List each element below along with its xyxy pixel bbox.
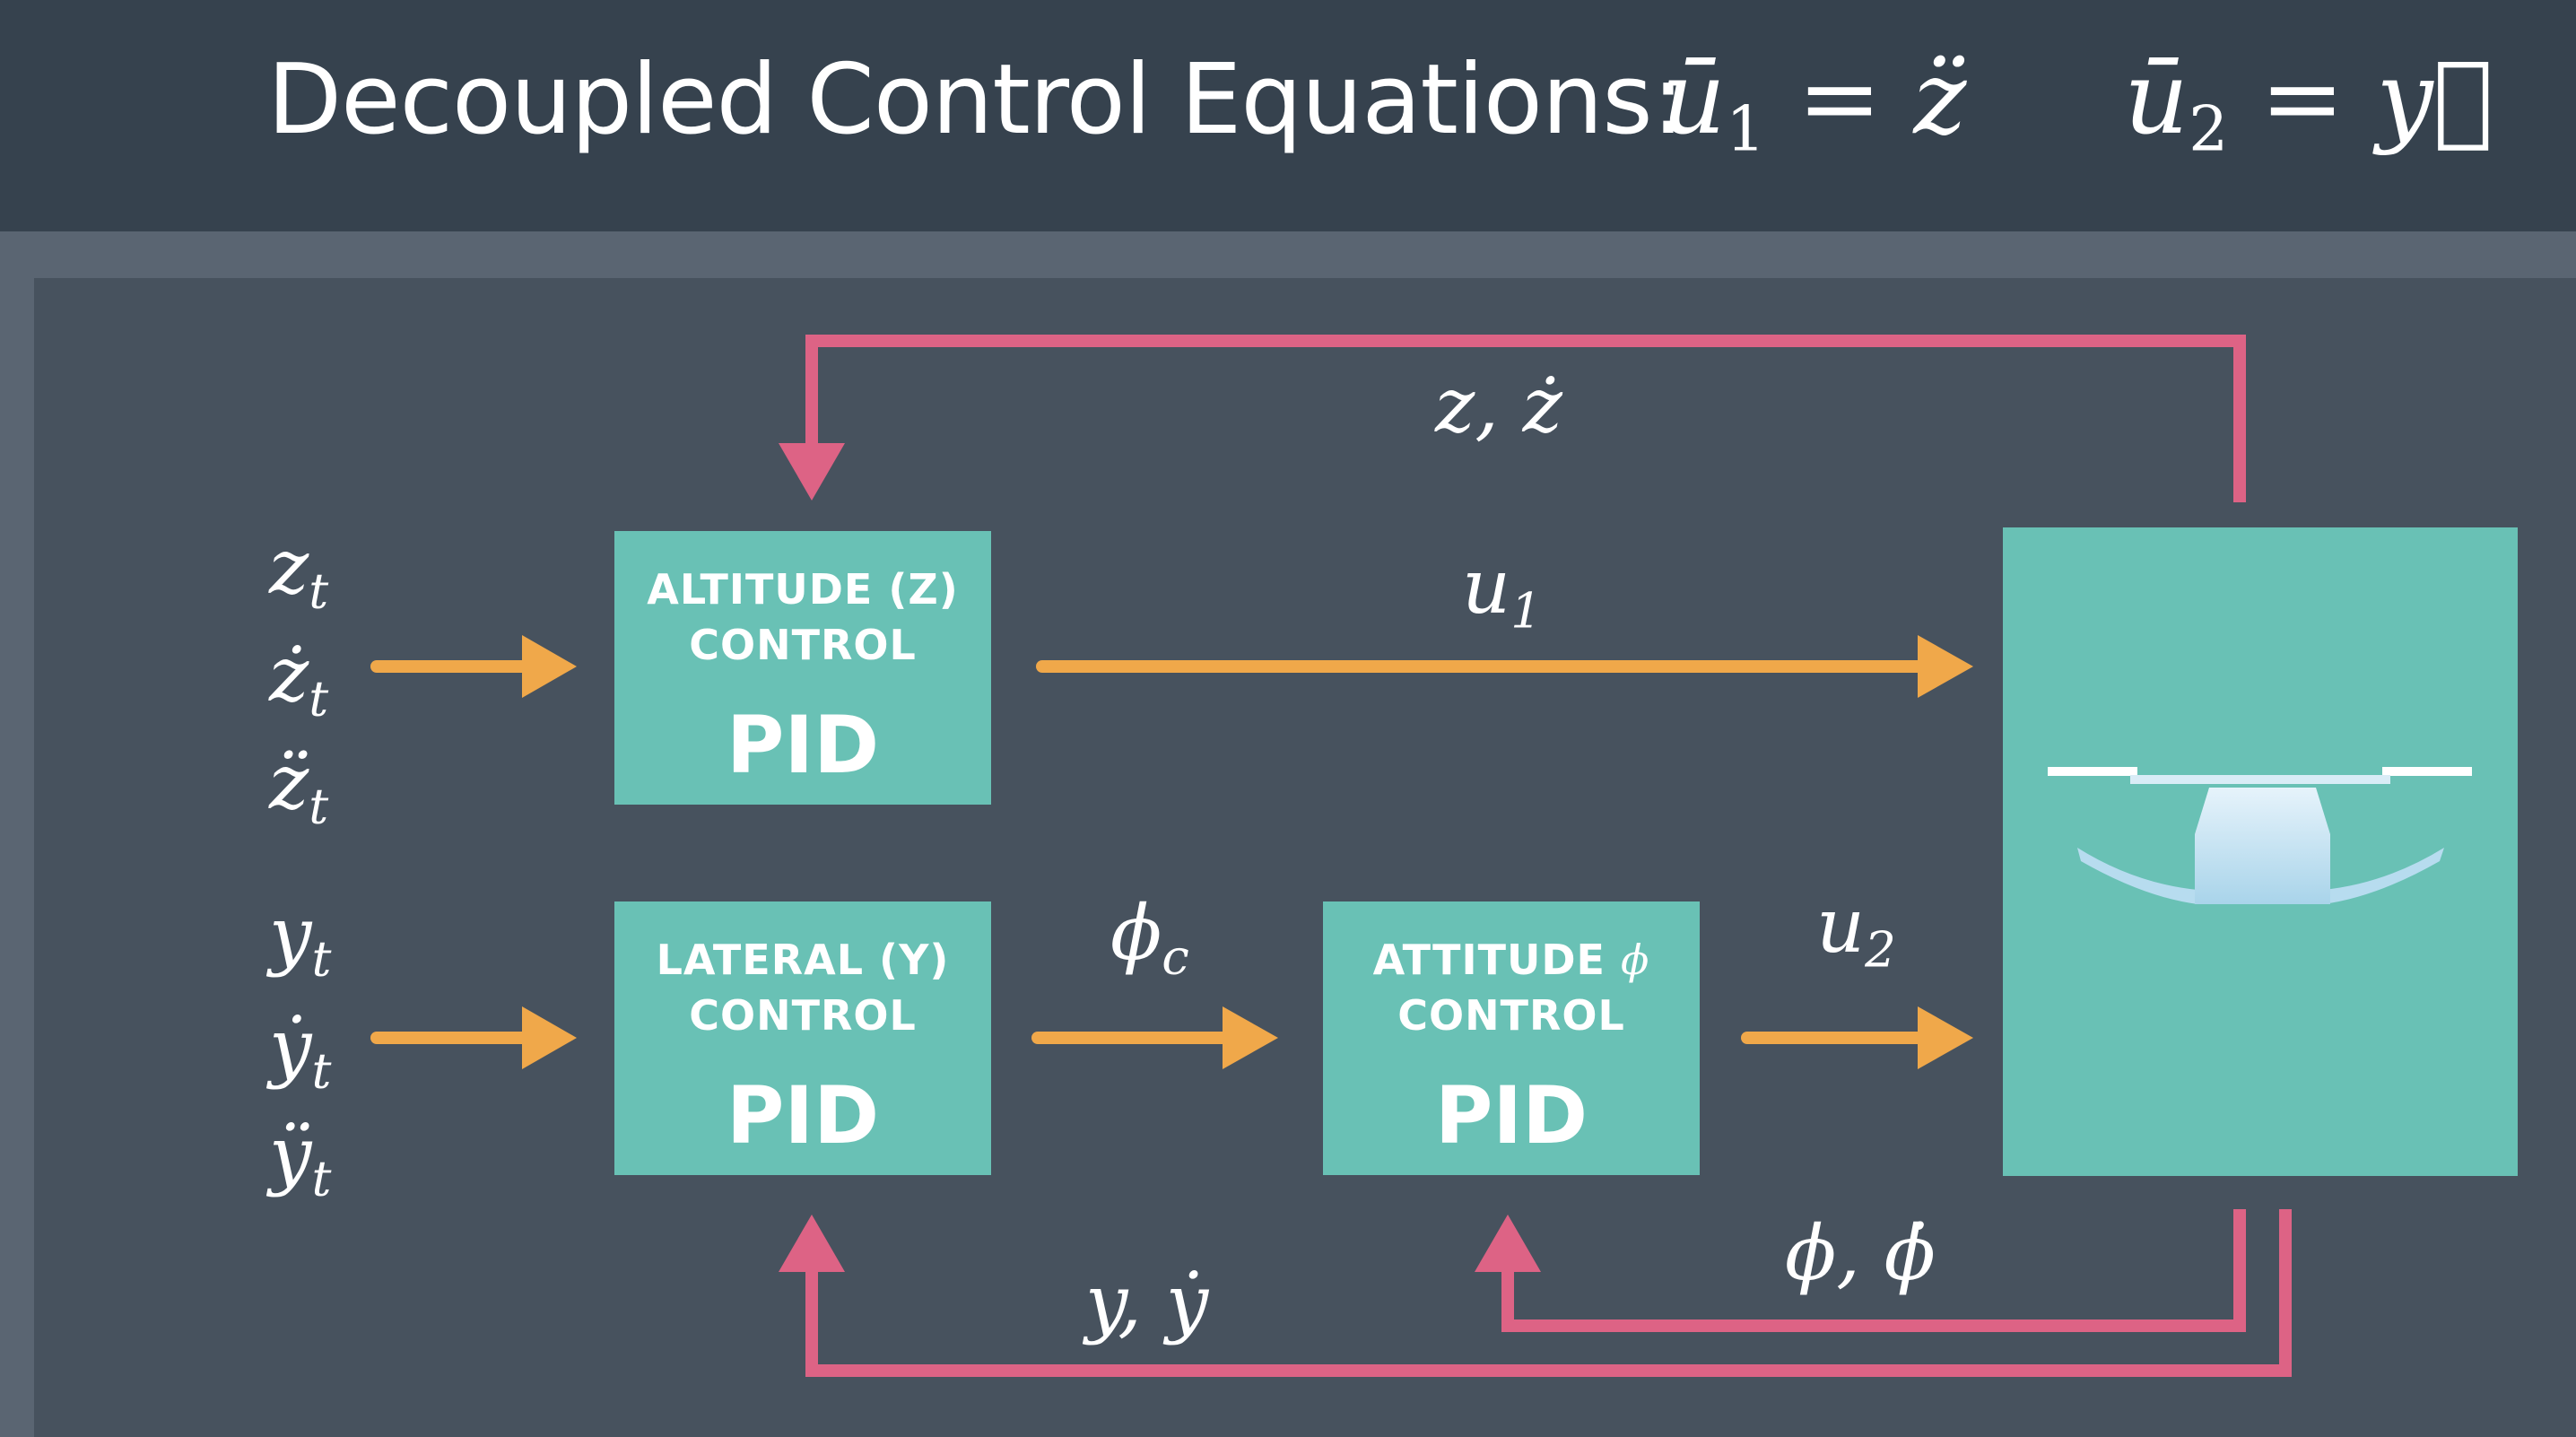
input-y-t: yt: [269, 891, 332, 988]
equation-u1: ū1 = z̈: [1661, 48, 1966, 161]
arrow-y-inputs: [370, 1006, 577, 1069]
input-yddot-t: ÿt: [269, 1110, 332, 1207]
arrow-u1: [1036, 635, 1973, 698]
label-y-feedback: y, ẏ: [1085, 1258, 1209, 1346]
feedback-phi: [1475, 1209, 2246, 1332]
lateral-block-label: LATERAL (Y) CONTROL: [656, 936, 950, 1040]
attitude-block-pid: PID: [1434, 1069, 1588, 1162]
label-z-feedback: z, ż: [1435, 361, 1562, 449]
input-z-t: zt: [269, 523, 329, 620]
eq1-sub: 1: [1726, 93, 1766, 166]
label-u1: u1: [1462, 543, 1542, 640]
arrow-z-inputs: [370, 635, 577, 698]
altitude-control-block: ALTITUDE (Z) CONTROL PID: [614, 531, 991, 805]
lateral-control-block: LATERAL (Y) CONTROL PID: [614, 901, 991, 1175]
lateral-block-pid: PID: [726, 1069, 880, 1162]
forward-arrows: [370, 635, 1973, 1069]
quadrotor-icon: [2048, 767, 2472, 904]
label-u2: u2: [1816, 882, 1896, 979]
input-zddot-t: z̈t: [269, 738, 329, 835]
eq1-rhs: = z̈: [1797, 40, 1967, 157]
attitude-label-suffix: CONTROL: [1397, 991, 1625, 1040]
arrow-u2: [1741, 1006, 1973, 1069]
arrow-phi-c: [1031, 1006, 1278, 1069]
eq2-rhs: = y⃜: [2259, 40, 2493, 157]
eq2-lhs: ū: [2124, 40, 2189, 157]
equation-u2: ū2 = y⃜: [2124, 48, 2493, 161]
input-ydot-t: ẏt: [269, 1003, 332, 1100]
feedback-arrows: [779, 335, 2292, 1377]
feedback-z: [779, 335, 2246, 502]
attitude-label-prefix: ATTITUDE: [1372, 936, 1621, 984]
attitude-block-label: ATTITUDE ϕ CONTROL: [1323, 932, 1700, 1043]
header-bar: Decoupled Control Equations: ū1 = z̈ ū2 …: [0, 0, 2576, 231]
altitude-block-label: ALTITUDE (Z) CONTROL: [647, 565, 959, 669]
label-phi-c: ϕc: [1110, 889, 1189, 986]
eq2-sub: 2: [2189, 93, 2229, 166]
label-phi-feedback: ϕ, ϕ̇: [1785, 1209, 1936, 1297]
input-zdot-t: żt: [269, 631, 329, 727]
page-title: Decoupled Control Equations:: [267, 44, 1684, 156]
attitude-control-block: ATTITUDE ϕ CONTROL PID: [1323, 901, 1700, 1175]
feedback-y: [779, 1209, 2292, 1377]
altitude-block-pid: PID: [726, 699, 880, 791]
attitude-label-phi: ϕ: [1620, 936, 1650, 984]
eq1-lhs: ū: [1661, 40, 1727, 157]
